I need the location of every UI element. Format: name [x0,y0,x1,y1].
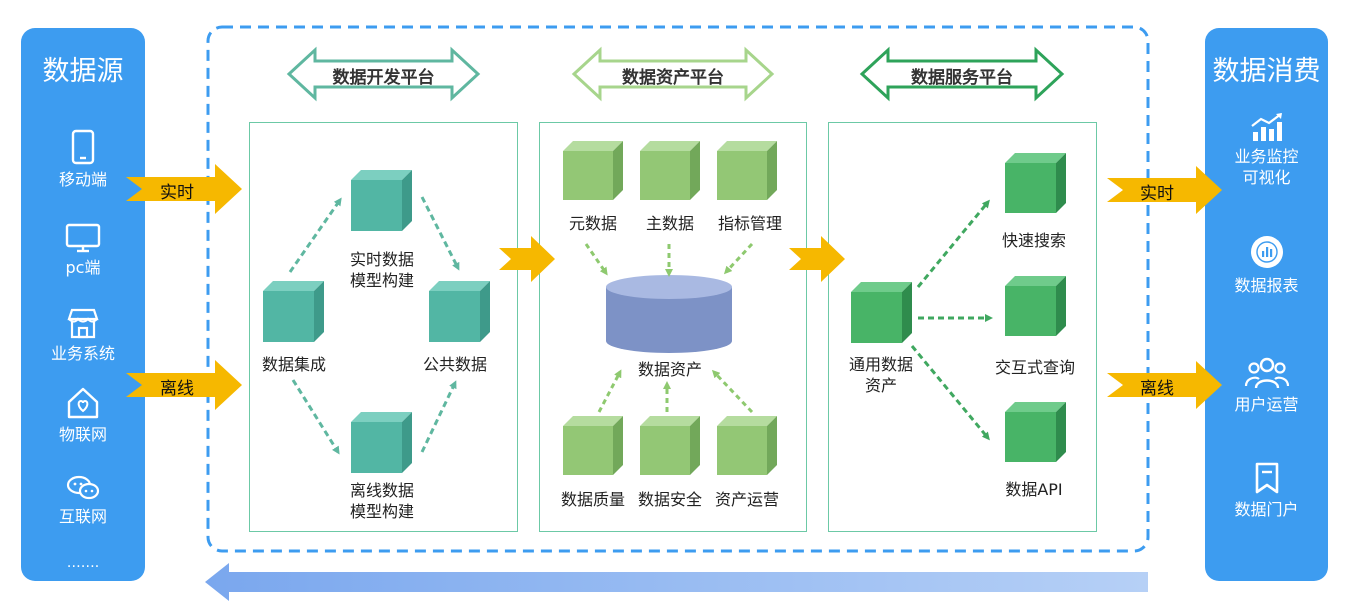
platform-dashed-frame [206,25,1150,553]
cube-metric-mgmt [717,141,777,200]
label-general-asset-line1: 通用数据 [848,355,913,374]
dev-platform-title: 数据开发平台 [332,68,435,88]
data-consumption-title: 数据消费 [1212,56,1321,87]
pc-monitor-icon [65,223,101,253]
source-label-internet: 互联网 [58,507,107,526]
consume-label-monitor-line2: 可视化 [1242,168,1291,187]
asset-arrow-metadata [584,243,608,276]
iot-home-icon [67,387,99,419]
label-integration: 数据集成 [261,355,326,374]
source-label-business: 业务系统 [50,344,115,363]
cube-asset-ops [717,416,777,475]
label-data-asset: 数据资产 [637,360,702,379]
source-item-iot: 物联网 [21,386,145,445]
cube-general-asset [851,282,912,343]
source-item-mobile: 移动端 [21,129,145,190]
asset-to-service-arrow [789,236,845,282]
cube-offline-model [351,412,412,473]
label-data-api: 数据API [1005,480,1063,499]
service-platform-title: 数据服务平台 [911,68,1013,88]
source-item-pc: pc端 [21,223,145,278]
bookmark-icon [1255,462,1278,494]
label-general-asset: 通用数据 资产 [838,354,924,396]
consume-label-monitor-line1: 业务监控 [1234,147,1299,166]
label-realtime-model-line2: 模型构建 [349,271,414,290]
store-icon [67,308,99,339]
consume-label-users: 用户运营 [1234,395,1299,414]
chat-bubble-icon [66,475,100,500]
source-label-iot: 物联网 [58,425,107,444]
cube-master-data [640,141,700,200]
consume-item-monitor: 业务监控 可视化 [1205,112,1328,188]
label-public-data: 公共数据 [422,355,487,374]
label-master-data: 主数据 [645,214,694,233]
source-more: ……. [66,555,100,571]
dev-arrow-integration-realtime [288,197,342,273]
asset-arrow-metric [723,242,754,275]
cube-security [640,416,700,475]
asset-arrow-ops [711,369,754,414]
data-asset-cylinder [606,275,732,353]
label-quality: 数据质量 [560,490,625,509]
source-realtime-arrow [126,164,242,214]
consume-realtime-arrow [1107,166,1222,214]
consume-label-monitor: 业务监控 可视化 [1205,146,1328,188]
feedback-arrow [205,563,1148,601]
asset-platform-header-arrow [571,46,775,102]
source-item-internet: 互联网 [21,474,145,527]
source-realtime-label: 实时 [160,183,194,203]
label-fast-search: 快速搜索 [1001,231,1066,250]
dev-arrow-integration-offline [291,379,340,455]
data-consumption-panel: 数据消费 业务监控 可视化 数据报表 [1205,28,1328,581]
dev-to-asset-arrow [499,236,555,282]
source-label-pc: pc端 [65,258,101,277]
dev-platform-header-arrow [286,46,481,102]
service-arrow-fast-search [916,199,990,288]
asset-arrow-quality [597,369,622,413]
mobile-icon [71,129,95,165]
source-offline-arrow [126,360,242,410]
cube-metadata [563,141,623,200]
data-source-title: 数据源 [42,56,124,87]
source-label-mobile: 移动端 [58,170,107,189]
source-item-business: 业务系统 [21,307,145,364]
asset-platform-title: 数据资产平台 [622,68,724,88]
label-offline-model-line2: 模型构建 [349,502,414,521]
dev-arrow-offline-public [420,380,457,453]
consume-realtime-label: 实时 [1140,184,1174,204]
report-circle-icon [1250,236,1283,268]
consume-item-report: 数据报表 [1205,233,1328,296]
consume-label-portal: 数据门户 [1234,500,1299,519]
cube-interactive-query [1005,276,1066,336]
label-offline-model: 离线数据 模型构建 [336,480,428,522]
label-realtime-model: 实时数据 模型构建 [336,249,428,291]
users-icon [1244,357,1289,389]
label-offline-model-line1: 离线数据 [349,481,414,500]
label-asset-ops: 资产运营 [714,490,779,509]
data-source-panel: 数据源 移动端 pc端 业务系统 物联网 [21,28,145,581]
label-realtime-model-line1: 实时数据 [349,250,414,269]
source-offline-label: 离线 [160,379,194,399]
label-general-asset-line2: 资产 [864,376,897,395]
consume-label-report: 数据报表 [1234,276,1299,295]
label-metadata: 元数据 [568,214,617,233]
dev-arrow-realtime-public [420,196,460,271]
label-security: 数据安全 [637,490,702,509]
consume-offline-arrow [1107,361,1222,409]
label-interactive-query: 交互式查询 [994,358,1075,377]
label-metric-mgmt: 指标管理 [717,214,782,233]
cube-quality [563,416,623,475]
cube-fast-search [1005,153,1066,213]
bar-chart-trend-icon [1250,113,1282,141]
consume-item-users: 用户运营 [1205,356,1328,415]
consume-offline-label: 离线 [1140,379,1174,399]
cube-public-data [429,281,490,342]
cube-realtime-model [351,170,412,231]
consume-item-portal: 数据门户 [1205,461,1328,520]
cube-data-api [1005,402,1066,462]
service-platform-header-arrow [859,46,1065,102]
cube-integration [263,281,324,342]
